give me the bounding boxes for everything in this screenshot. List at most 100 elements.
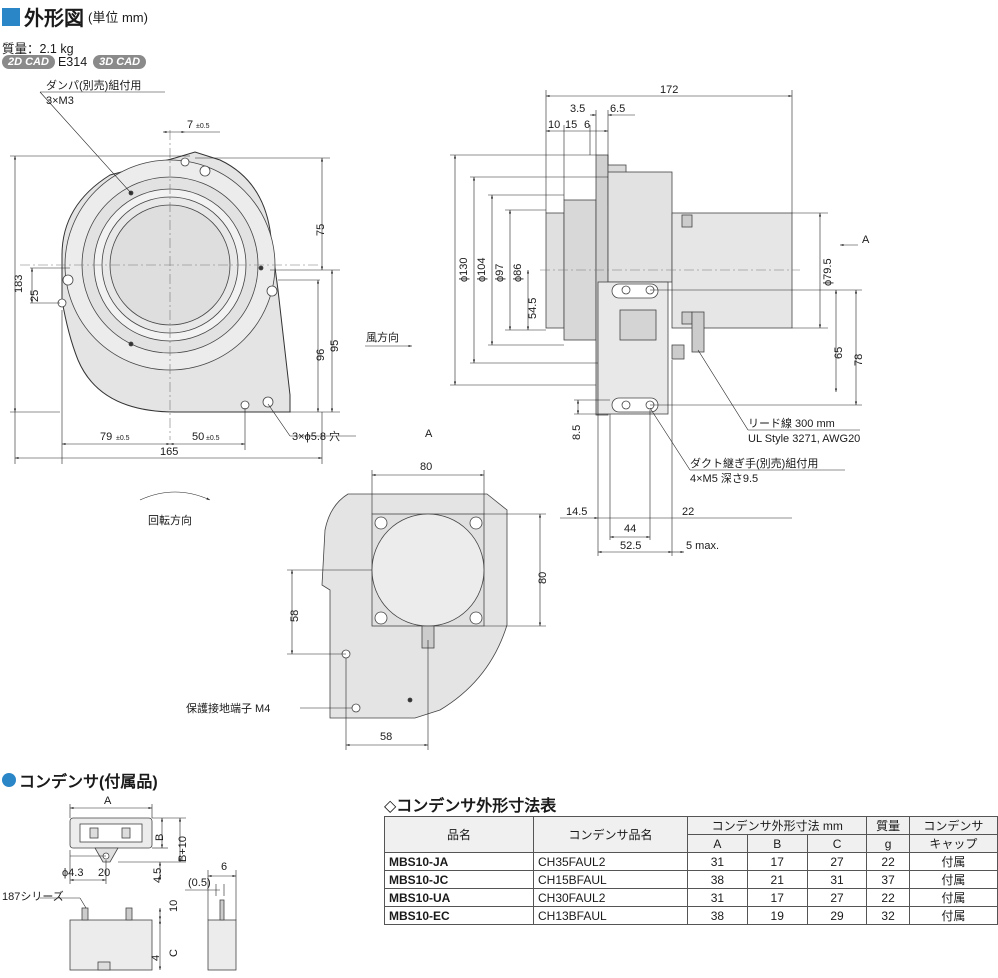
svg-text:10: 10 bbox=[168, 900, 180, 912]
svg-text:96: 96 bbox=[315, 349, 327, 361]
svg-text:±0.5: ±0.5 bbox=[206, 435, 220, 442]
svg-text:22: 22 bbox=[682, 506, 694, 518]
svg-text:10: 10 bbox=[548, 119, 560, 131]
svg-text:ϕ4.3: ϕ4.3 bbox=[62, 867, 83, 879]
svg-text:187シリーズ: 187シリーズ bbox=[2, 889, 64, 903]
rear-dims bbox=[287, 470, 546, 750]
side-dim-labels: 172 3.5 6.5 10 15 6 ϕ130 ϕ104 ϕ97 ϕ86 54… bbox=[458, 84, 870, 552]
square-bullet-icon bbox=[2, 7, 20, 26]
svg-text:±0.5: ±0.5 bbox=[116, 435, 130, 442]
svg-text:3.5: 3.5 bbox=[570, 103, 585, 115]
svg-text:4: 4 bbox=[150, 955, 162, 961]
svg-text:ϕ97: ϕ97 bbox=[494, 264, 506, 282]
mass-label: 質量：2.1 kg bbox=[2, 42, 74, 56]
rear-view bbox=[321, 493, 508, 719]
svg-text:172: 172 bbox=[660, 84, 678, 96]
svg-text:79: 79 bbox=[100, 431, 112, 443]
svg-text:3×M3: 3×M3 bbox=[46, 95, 74, 107]
svg-text:44: 44 bbox=[624, 523, 636, 535]
svg-text:25: 25 bbox=[29, 290, 41, 302]
svg-text:ダクト継ぎ手(別売)組付用: ダクト継ぎ手(別売)組付用 bbox=[690, 456, 818, 470]
capacitor-drawing bbox=[69, 817, 237, 971]
col-a: A bbox=[687, 834, 748, 853]
col-b: B bbox=[746, 834, 808, 853]
svg-text:4.5: 4.5 bbox=[152, 868, 164, 883]
table-section-title: ◇コンデンサ外形寸法表 bbox=[384, 792, 556, 816]
svg-text:3×ϕ5.8 穴: 3×ϕ5.8 穴 bbox=[292, 429, 340, 443]
front-dim-labels: ダンパ(別売)組付用 3×M3 7±0.5 183 25 75 96 95 79… bbox=[13, 78, 399, 527]
front-dims bbox=[10, 91, 412, 501]
svg-text:95: 95 bbox=[329, 340, 341, 352]
svg-text:ダンパ(別売)組付用: ダンパ(別売)組付用 bbox=[46, 78, 141, 92]
svg-text:(0.5): (0.5) bbox=[188, 877, 211, 889]
svg-text:7: 7 bbox=[187, 119, 193, 131]
col-capacitor: コンデンサ品名 bbox=[533, 816, 688, 853]
circle-bullet-icon bbox=[2, 773, 16, 787]
svg-text:±0.5: ±0.5 bbox=[196, 123, 210, 130]
svg-text:UL Style 3271, AWG20: UL Style 3271, AWG20 bbox=[748, 433, 860, 445]
capacitor-dimension-table: 品名 コンデンサ品名 コンデンサ外形寸法 mm 質量 コンデンサ A B C g… bbox=[384, 816, 998, 925]
svg-text:80: 80 bbox=[537, 572, 549, 584]
capacitor-dim-labels: A B B+10 ϕ4.3 20 4.5 187シリーズ 6 (0.5) 10 … bbox=[2, 795, 227, 961]
section-title: 外形図 (単位 mm) bbox=[2, 2, 148, 31]
svg-text:75: 75 bbox=[315, 224, 327, 236]
svg-text:回転方向: 回転方向 bbox=[148, 513, 192, 527]
svg-text:風方向: 風方向 bbox=[366, 330, 399, 344]
svg-text:183: 183 bbox=[13, 275, 25, 293]
unit-text: (単位 mm) bbox=[88, 10, 148, 25]
cad-code: E314 bbox=[57, 55, 88, 69]
svg-text:20: 20 bbox=[98, 867, 110, 879]
svg-text:B+10: B+10 bbox=[177, 836, 189, 862]
svg-text:58: 58 bbox=[380, 731, 392, 743]
capacitor-title-text: コンデンサ(付属品) bbox=[19, 774, 158, 791]
svg-text:ϕ104: ϕ104 bbox=[476, 257, 488, 282]
front-view bbox=[20, 130, 320, 440]
svg-text:リード線 300 mm: リード線 300 mm bbox=[748, 416, 835, 430]
svg-text:65: 65 bbox=[833, 347, 845, 359]
capacitor-section-title: コンデンサ(付属品) bbox=[2, 768, 158, 792]
svg-text:B: B bbox=[154, 834, 166, 841]
col-dimensions: コンデンサ外形寸法 mm bbox=[686, 816, 868, 835]
svg-text:A: A bbox=[104, 795, 112, 807]
side-dims bbox=[450, 90, 862, 556]
svg-text:A: A bbox=[862, 234, 870, 246]
svg-text:ϕ86: ϕ86 bbox=[512, 264, 524, 282]
col-mass-unit: g bbox=[866, 834, 910, 853]
svg-text:6: 6 bbox=[584, 119, 590, 131]
svg-text:4×M5 深さ9.5: 4×M5 深さ9.5 bbox=[690, 472, 758, 485]
svg-text:6: 6 bbox=[221, 861, 227, 873]
svg-text:50: 50 bbox=[192, 431, 204, 443]
col-cap2: キャップ bbox=[908, 834, 998, 853]
col-c: C bbox=[806, 834, 868, 853]
col-part: 品名 bbox=[384, 816, 534, 853]
col-cap1: コンデンサ bbox=[908, 816, 998, 835]
svg-text:6.5: 6.5 bbox=[610, 103, 625, 115]
svg-text:14.5: 14.5 bbox=[566, 506, 587, 518]
svg-text:15: 15 bbox=[565, 119, 577, 131]
svg-text:保護接地端子 M4: 保護接地端子 M4 bbox=[186, 701, 270, 715]
svg-text:8.5: 8.5 bbox=[571, 425, 583, 440]
svg-text:58: 58 bbox=[289, 610, 301, 622]
svg-text:C: C bbox=[168, 949, 180, 957]
svg-text:80: 80 bbox=[420, 461, 432, 473]
cad-2d-badge[interactable]: 2D CAD bbox=[2, 55, 55, 69]
table-title-text: ◇コンデンサ外形寸法表 bbox=[384, 798, 557, 815]
svg-text:52.5: 52.5 bbox=[620, 540, 641, 552]
svg-text:ϕ130: ϕ130 bbox=[458, 257, 470, 282]
svg-text:54.5: 54.5 bbox=[527, 298, 539, 319]
title-text: 外形図 bbox=[24, 8, 84, 30]
col-mass: 質量 bbox=[866, 816, 910, 835]
svg-text:78: 78 bbox=[853, 354, 865, 366]
svg-text:5 max.: 5 max. bbox=[686, 540, 719, 552]
svg-text:ϕ79.5: ϕ79.5 bbox=[822, 258, 834, 286]
rear-dim-labels: A 80 80 58 58 保護接地端子 M4 bbox=[186, 428, 549, 743]
cad-links: 2D CAD E314 3D CAD bbox=[2, 55, 149, 69]
capacitor-dims bbox=[40, 804, 237, 970]
cad-3d-badge[interactable]: 3D CAD bbox=[93, 55, 147, 69]
svg-text:A: A bbox=[425, 428, 433, 440]
